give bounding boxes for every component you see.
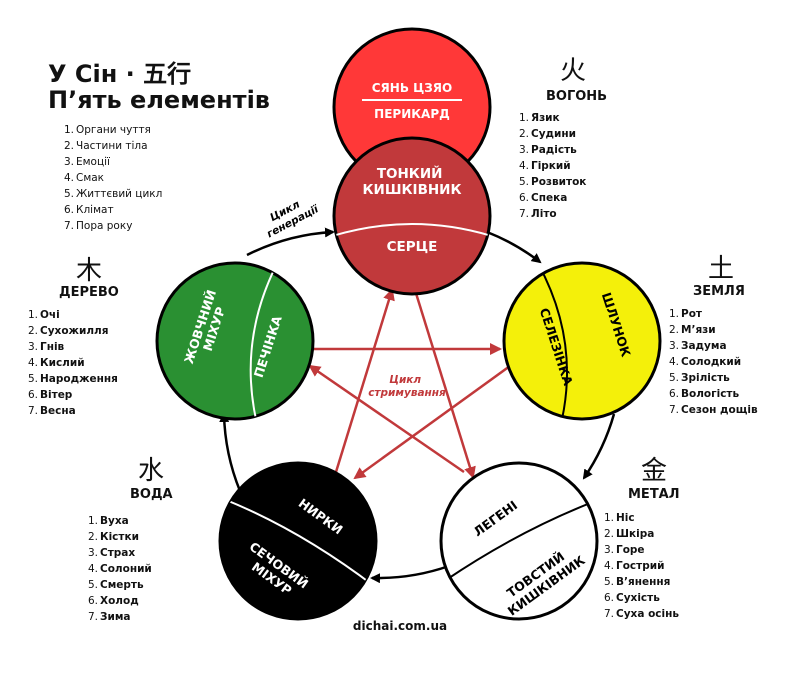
restraint-arrow-fire-metal xyxy=(413,289,476,479)
generation-arrow-wood-fire xyxy=(246,227,335,257)
list-item: 7.Суха осінь xyxy=(603,608,679,620)
wood-circle: ЖОВЧНИЙ МІХУР ПЕЧІНКА xyxy=(155,261,315,421)
list-item: 5.Смерть xyxy=(87,579,144,591)
water-name: ВОДА xyxy=(130,487,173,502)
restraint-cycle-label-line2: стримування xyxy=(368,387,446,399)
list-item: 3.Горе xyxy=(603,544,645,556)
list-item: 3.Гнів xyxy=(27,341,65,353)
restraint-arrow-earth-water xyxy=(353,364,511,480)
list-item: 3.Задума xyxy=(668,340,727,352)
list-item: 6.Вологість xyxy=(668,388,740,400)
page-title-line2: П’ять елементів xyxy=(48,86,270,114)
list-item: 2.Кістки xyxy=(87,531,139,543)
fire-organ-top-line2: КИШКІВНИК xyxy=(363,182,462,198)
legend-item: 4.Смак xyxy=(63,172,105,184)
legend-item: 2.Частини тіла xyxy=(63,140,148,152)
fire-props: 1.Язик 2.Судини 3.Радість 4.Гіркий 5.Роз… xyxy=(515,110,586,222)
list-item: 1.Ніс xyxy=(603,512,635,524)
earth-name: ЗЕМЛЯ xyxy=(693,284,745,299)
restraint-cycle-label-line1: Цикл xyxy=(389,374,421,386)
list-item: 7.Сезон дощів xyxy=(668,404,758,416)
list-item: 4.Гострий xyxy=(603,560,665,572)
metal-glyph: 金 xyxy=(641,456,668,486)
legend-list: 1.Органи чуття 2.Частини тіла 3.Емоції 4… xyxy=(60,122,162,234)
list-item: 4.Солоний xyxy=(87,563,152,575)
website-link[interactable]: dichai.com.ua xyxy=(352,619,448,633)
list-item: 7.Весна xyxy=(27,405,76,417)
fire-organ-bottom: СЕРЦЕ xyxy=(387,239,438,255)
list-item: 5.В’янення xyxy=(603,576,671,588)
pericardium-label-bottom: ПЕРИКАРД xyxy=(374,107,450,121)
list-item: 2.М’язи xyxy=(668,324,716,336)
fire-organ-top-line1: ТОНКИЙ xyxy=(377,165,443,182)
page-title-line1: У Сін · 五行 xyxy=(48,60,192,88)
legend-item: 5.Життєвий цикл xyxy=(63,188,163,200)
pericardium-label-top: СЯНЬ ЦЗЯО xyxy=(372,81,453,95)
earth-circle: ШЛУНОК СЕЛЕЗІНКА xyxy=(502,261,662,421)
list-item: 3.Страх xyxy=(87,547,136,559)
fire-glyph: 火 xyxy=(560,56,587,86)
generation-arrow-fire-earth xyxy=(486,230,542,264)
metal-name: МЕТАЛ xyxy=(628,487,680,502)
water-circle: НИРКИ СЕЧОВИЙ МІХУР xyxy=(218,461,378,621)
legend-item: 7.Пора року xyxy=(63,220,133,232)
metal-circle: ЛЕГЕНІ ТОВСТИЙ КИШКІВНИК xyxy=(439,461,599,621)
list-item: 1.Язик xyxy=(518,112,560,124)
list-item: 6.Холод xyxy=(87,595,139,607)
fire-circle: ТОНКИЙ КИШКІВНИК СЕРЦЕ xyxy=(332,136,492,296)
metal-props: 1.Ніс 2.Шкіра 3.Горе 4.Гострий 5.В’яненн… xyxy=(600,510,679,622)
legend-item: 3.Емоції xyxy=(63,156,110,168)
list-item: 1.Вуха xyxy=(87,515,129,527)
list-item: 5.Зрілість xyxy=(668,372,730,384)
water-glyph: 水 xyxy=(138,456,165,486)
list-item: 4.Солодкий xyxy=(668,356,742,368)
restraint-arrow-water-fire xyxy=(334,288,395,473)
wood-props: 1.Очі 2.Сухожилля 3.Гнів 4.Кислий 5.Наро… xyxy=(24,307,118,419)
fire-organ-top: ТОНКИЙ КИШКІВНИК xyxy=(363,165,462,198)
list-item: 6.Вітер xyxy=(27,389,73,401)
wood-glyph: 木 xyxy=(76,256,103,286)
list-item: 5.Народження xyxy=(27,373,118,385)
list-item: 1.Очі xyxy=(27,309,60,321)
wood-name: ДЕРЕВО xyxy=(59,285,119,300)
list-item: 1.Рот xyxy=(668,308,702,320)
list-item: 4.Кислий xyxy=(27,357,85,369)
generation-arrow-earth-metal xyxy=(582,413,616,480)
list-item: 7.Зима xyxy=(87,611,131,623)
list-item: 6.Спека xyxy=(518,192,568,204)
earth-glyph: 土 xyxy=(708,254,735,284)
restraint-arrow-metal-wood xyxy=(308,364,465,474)
list-item: 3.Радість xyxy=(518,144,577,156)
list-item: 6.Сухість xyxy=(603,592,660,604)
list-item: 2.Сухожилля xyxy=(27,325,109,337)
generation-arrow-water-wood xyxy=(219,412,242,492)
legend-item: 6.Клімат xyxy=(63,204,114,216)
fire-name: ВОГОНЬ xyxy=(546,89,608,104)
list-item: 7.Літо xyxy=(518,208,557,220)
list-item: 2.Судини xyxy=(518,128,576,140)
list-item: 5.Розвиток xyxy=(518,176,587,188)
legend-item: 1.Органи чуття xyxy=(63,124,151,136)
restraint-cycle xyxy=(308,288,511,480)
restraint-cycle-label: Цикл стримування xyxy=(368,374,446,399)
generation-arrow-metal-water xyxy=(370,564,450,584)
earth-props: 1.Рот 2.М’язи 3.Задума 4.Солодкий 5.Зріл… xyxy=(665,306,758,418)
list-item: 2.Шкіра xyxy=(603,528,655,540)
list-item: 4.Гіркий xyxy=(518,160,571,172)
water-props: 1.Вуха 2.Кістки 3.Страх 4.Солоний 5.Смер… xyxy=(84,513,152,625)
